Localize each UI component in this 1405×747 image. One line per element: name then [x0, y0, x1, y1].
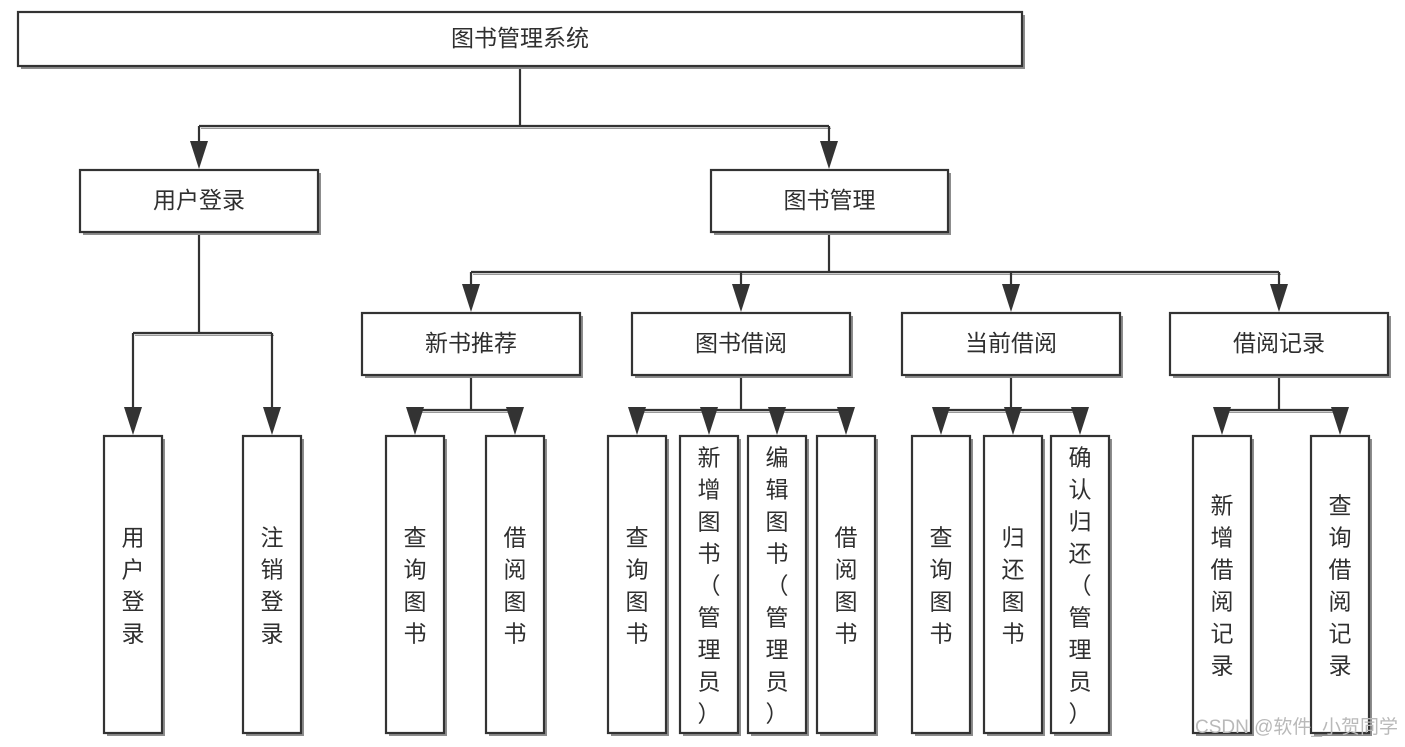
arrow-head-icon — [462, 284, 480, 312]
arrow-head-icon — [506, 407, 524, 435]
node-label: 查询借阅记录 — [1329, 492, 1352, 678]
node-box[interactable] — [1309, 434, 1371, 735]
node-label: 查询图书 — [626, 524, 649, 646]
arrow-head-icon — [124, 407, 142, 435]
node-box[interactable] — [102, 434, 164, 735]
conn-root — [190, 66, 838, 169]
node-label: 新书推荐 — [425, 330, 517, 356]
node-box[interactable] — [910, 434, 972, 735]
arrow-head-icon — [1213, 407, 1231, 435]
arrow-head-icon — [820, 141, 838, 169]
node-box[interactable] — [16, 10, 1024, 68]
conn-user-login — [124, 232, 281, 435]
node-leaf-query-book-recommend[interactable]: 查询图书 — [384, 434, 447, 736]
node-leaf-edit-book-admin[interactable]: 编辑图书（管理员） — [746, 434, 809, 736]
node-box[interactable] — [1049, 434, 1111, 735]
conn-borrow-record — [1213, 375, 1349, 435]
node-label: 新增图书（管理员） — [698, 444, 721, 726]
node-leaf-user-login[interactable]: 用户登录 — [102, 434, 165, 736]
conn-new-book-recommend — [406, 375, 524, 435]
node-label: 归还图书 — [1002, 524, 1025, 646]
node-label: 查询图书 — [930, 524, 953, 646]
node-box[interactable] — [630, 311, 852, 377]
arrow-head-icon — [700, 407, 718, 435]
arrow-head-icon — [732, 284, 750, 312]
node-box[interactable] — [900, 311, 1122, 377]
node-current-borrow[interactable]: 当前借阅 — [900, 311, 1123, 378]
conn-book-borrow — [628, 375, 855, 435]
node-leaf-query-book-current[interactable]: 查询图书 — [910, 434, 973, 736]
node-box[interactable] — [78, 168, 320, 234]
arrow-head-icon — [837, 407, 855, 435]
arrow-head-icon — [406, 407, 424, 435]
arrow-head-icon — [768, 407, 786, 435]
node-leaf-borrow-book-recommend[interactable]: 借阅图书 — [484, 434, 547, 736]
node-label: 图书借阅 — [695, 330, 787, 356]
node-box[interactable] — [746, 434, 808, 735]
conn-book-management — [462, 232, 1288, 312]
node-label: 查询图书 — [404, 524, 427, 646]
arrow-head-icon — [1071, 407, 1089, 435]
node-label: 借阅记录 — [1233, 330, 1325, 356]
node-box[interactable] — [484, 434, 546, 735]
arrow-head-icon — [1004, 407, 1022, 435]
node-label: 用户登录 — [122, 524, 145, 646]
node-book-management[interactable]: 图书管理 — [709, 168, 951, 235]
arrow-head-icon — [263, 407, 281, 435]
node-label: 编辑图书（管理员） — [766, 444, 789, 726]
arrow-head-icon — [932, 407, 950, 435]
node-user-login[interactable]: 用户登录 — [78, 168, 321, 235]
node-leaf-add-borrow-record[interactable]: 新增借阅记录 — [1191, 434, 1254, 736]
node-box[interactable] — [384, 434, 446, 735]
arrow-head-icon — [1331, 407, 1349, 435]
node-box[interactable] — [1168, 311, 1390, 377]
node-label: 注销登录 — [261, 524, 284, 646]
node-leaf-query-book-borrow[interactable]: 查询图书 — [606, 434, 669, 736]
node-label: 借阅图书 — [835, 524, 858, 646]
node-box[interactable] — [606, 434, 668, 735]
arrow-head-icon — [1002, 284, 1020, 312]
conn-current-borrow — [932, 375, 1089, 435]
node-root[interactable]: 图书管理系统 — [16, 10, 1025, 69]
node-box[interactable] — [360, 311, 582, 377]
arrow-head-icon — [1270, 284, 1288, 312]
node-box[interactable] — [982, 434, 1044, 735]
node-leaf-logout-login[interactable]: 注销登录 — [241, 434, 304, 736]
node-book-borrow[interactable]: 图书借阅 — [630, 311, 853, 378]
node-layer: 图书管理系统用户登录图书管理新书推荐图书借阅当前借阅借阅记录用户登录注销登录查询… — [16, 10, 1391, 736]
node-box[interactable] — [678, 434, 740, 735]
node-label: 确认归还（管理员） — [1069, 444, 1092, 726]
node-box[interactable] — [241, 434, 303, 735]
node-label: 借阅图书 — [504, 524, 527, 646]
node-box[interactable] — [1191, 434, 1253, 735]
csdn-watermark: CSDN @软件_小贺同学 — [1195, 716, 1398, 738]
node-label: 当前借阅 — [965, 330, 1057, 356]
node-label: 图书管理系统 — [451, 25, 589, 51]
node-leaf-borrow-book[interactable]: 借阅图书 — [815, 434, 878, 736]
node-leaf-confirm-return-admin[interactable]: 确认归还（管理员） — [1049, 434, 1112, 736]
node-label: 图书管理 — [784, 187, 876, 213]
node-box[interactable] — [709, 168, 950, 234]
node-leaf-query-borrow-record[interactable]: 查询借阅记录 — [1309, 434, 1372, 736]
node-box[interactable] — [815, 434, 877, 735]
node-borrow-record[interactable]: 借阅记录 — [1168, 311, 1391, 378]
node-leaf-return-book[interactable]: 归还图书 — [982, 434, 1045, 736]
node-label: 新增借阅记录 — [1211, 492, 1234, 678]
connector-layer — [124, 66, 1349, 435]
arrow-head-icon — [190, 141, 208, 169]
node-label: 用户登录 — [153, 187, 245, 213]
node-new-book-recommend[interactable]: 新书推荐 — [360, 311, 583, 378]
node-leaf-add-book-admin[interactable]: 新增图书（管理员） — [678, 434, 741, 736]
arrow-head-icon — [628, 407, 646, 435]
